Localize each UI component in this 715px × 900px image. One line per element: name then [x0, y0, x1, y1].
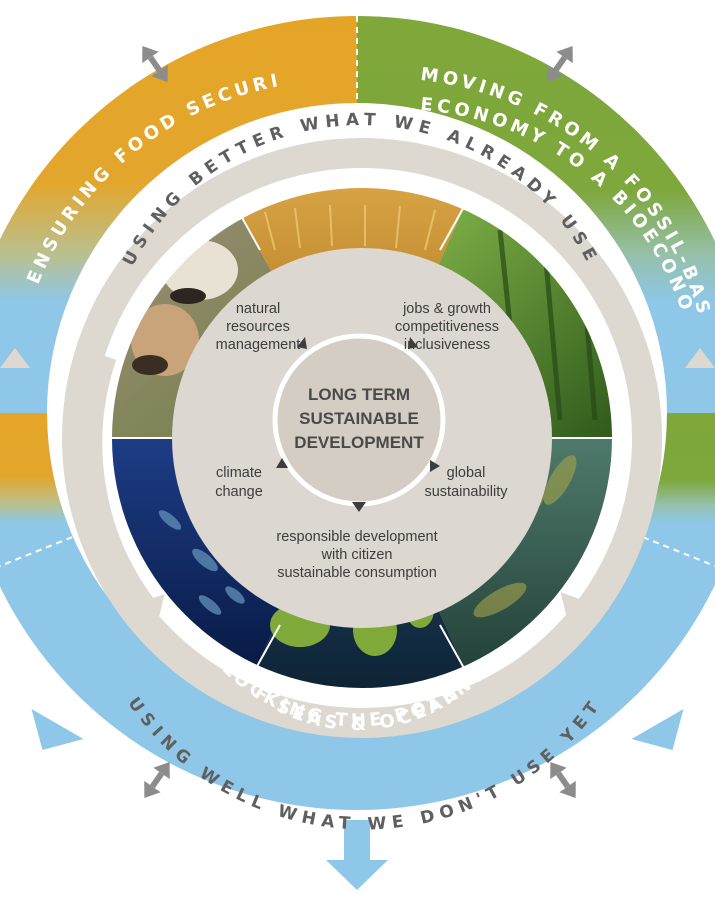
- svg-text:responsible development: responsible development: [276, 529, 437, 545]
- svg-text:management: management: [216, 337, 301, 353]
- pointer-triangle-se-icon: [430, 460, 440, 472]
- svg-text:natural: natural: [236, 301, 280, 317]
- food-security-band: [0, 16, 357, 413]
- svg-text:sustainability: sustainability: [424, 484, 508, 500]
- svg-text:climate: climate: [216, 465, 262, 481]
- svg-text:resources: resources: [226, 319, 290, 335]
- responsible-development-label: responsible development with citizen sus…: [276, 529, 437, 581]
- center-title-line2: SUSTAINABLE: [299, 409, 419, 428]
- up-arrowhead-left-icon: [0, 348, 30, 368]
- svg-text:sustainable consumption: sustainable consumption: [277, 565, 437, 581]
- two-way-arrow-bottom-left-icon: [144, 761, 170, 799]
- two-way-arrow-top-right-icon: [547, 45, 573, 83]
- svg-text:jobs & growth: jobs & growth: [402, 301, 491, 317]
- two-way-arrow-bottom-right-icon: [550, 761, 576, 799]
- center-title-line3: DEVELOPMENT: [294, 433, 424, 452]
- outward-arrow-left-icon: [31, 709, 84, 750]
- outward-arrow-right-icon: [631, 709, 684, 750]
- left-blend: [0, 413, 70, 561]
- pointer-triangle-s-icon: [352, 502, 366, 512]
- svg-text:with citizen: with citizen: [321, 547, 393, 563]
- seas-oceans-band: [0, 413, 715, 810]
- pointer-triangle-sw-icon: [276, 458, 288, 468]
- left-arrowhead-icon: [117, 593, 165, 629]
- outward-arrow-bottom-icon: [326, 860, 388, 890]
- pointer-triangle-nw-icon: [297, 337, 307, 349]
- svg-text:inclusiveness: inclusiveness: [404, 337, 490, 353]
- left-loop-arrow: [72, 350, 157, 622]
- jobs-growth-label: jobs & growth competitiveness inclusiven…: [395, 301, 499, 353]
- pointer-triangle-ne-icon: [408, 337, 418, 349]
- right-arrowhead-icon: [560, 592, 608, 628]
- two-way-arrow-top-left-icon: [142, 45, 168, 83]
- dashed-divider-right: [634, 533, 715, 568]
- up-arrowhead-right-icon: [685, 348, 715, 368]
- svg-text:change: change: [215, 484, 263, 500]
- global-sustainability-label: global sustainability: [424, 465, 508, 500]
- natural-resources-label: natural resources management: [216, 301, 301, 353]
- bioeconomy-band: [357, 16, 715, 413]
- right-blend: [644, 413, 715, 562]
- center-title-line1: LONG TERM: [308, 385, 410, 404]
- dashed-divider-left: [0, 533, 81, 568]
- svg-text:global: global: [447, 465, 486, 481]
- svg-text:competitiveness: competitiveness: [395, 319, 499, 335]
- climate-change-label: climate change: [215, 465, 263, 500]
- photo-dividers: [112, 204, 612, 671]
